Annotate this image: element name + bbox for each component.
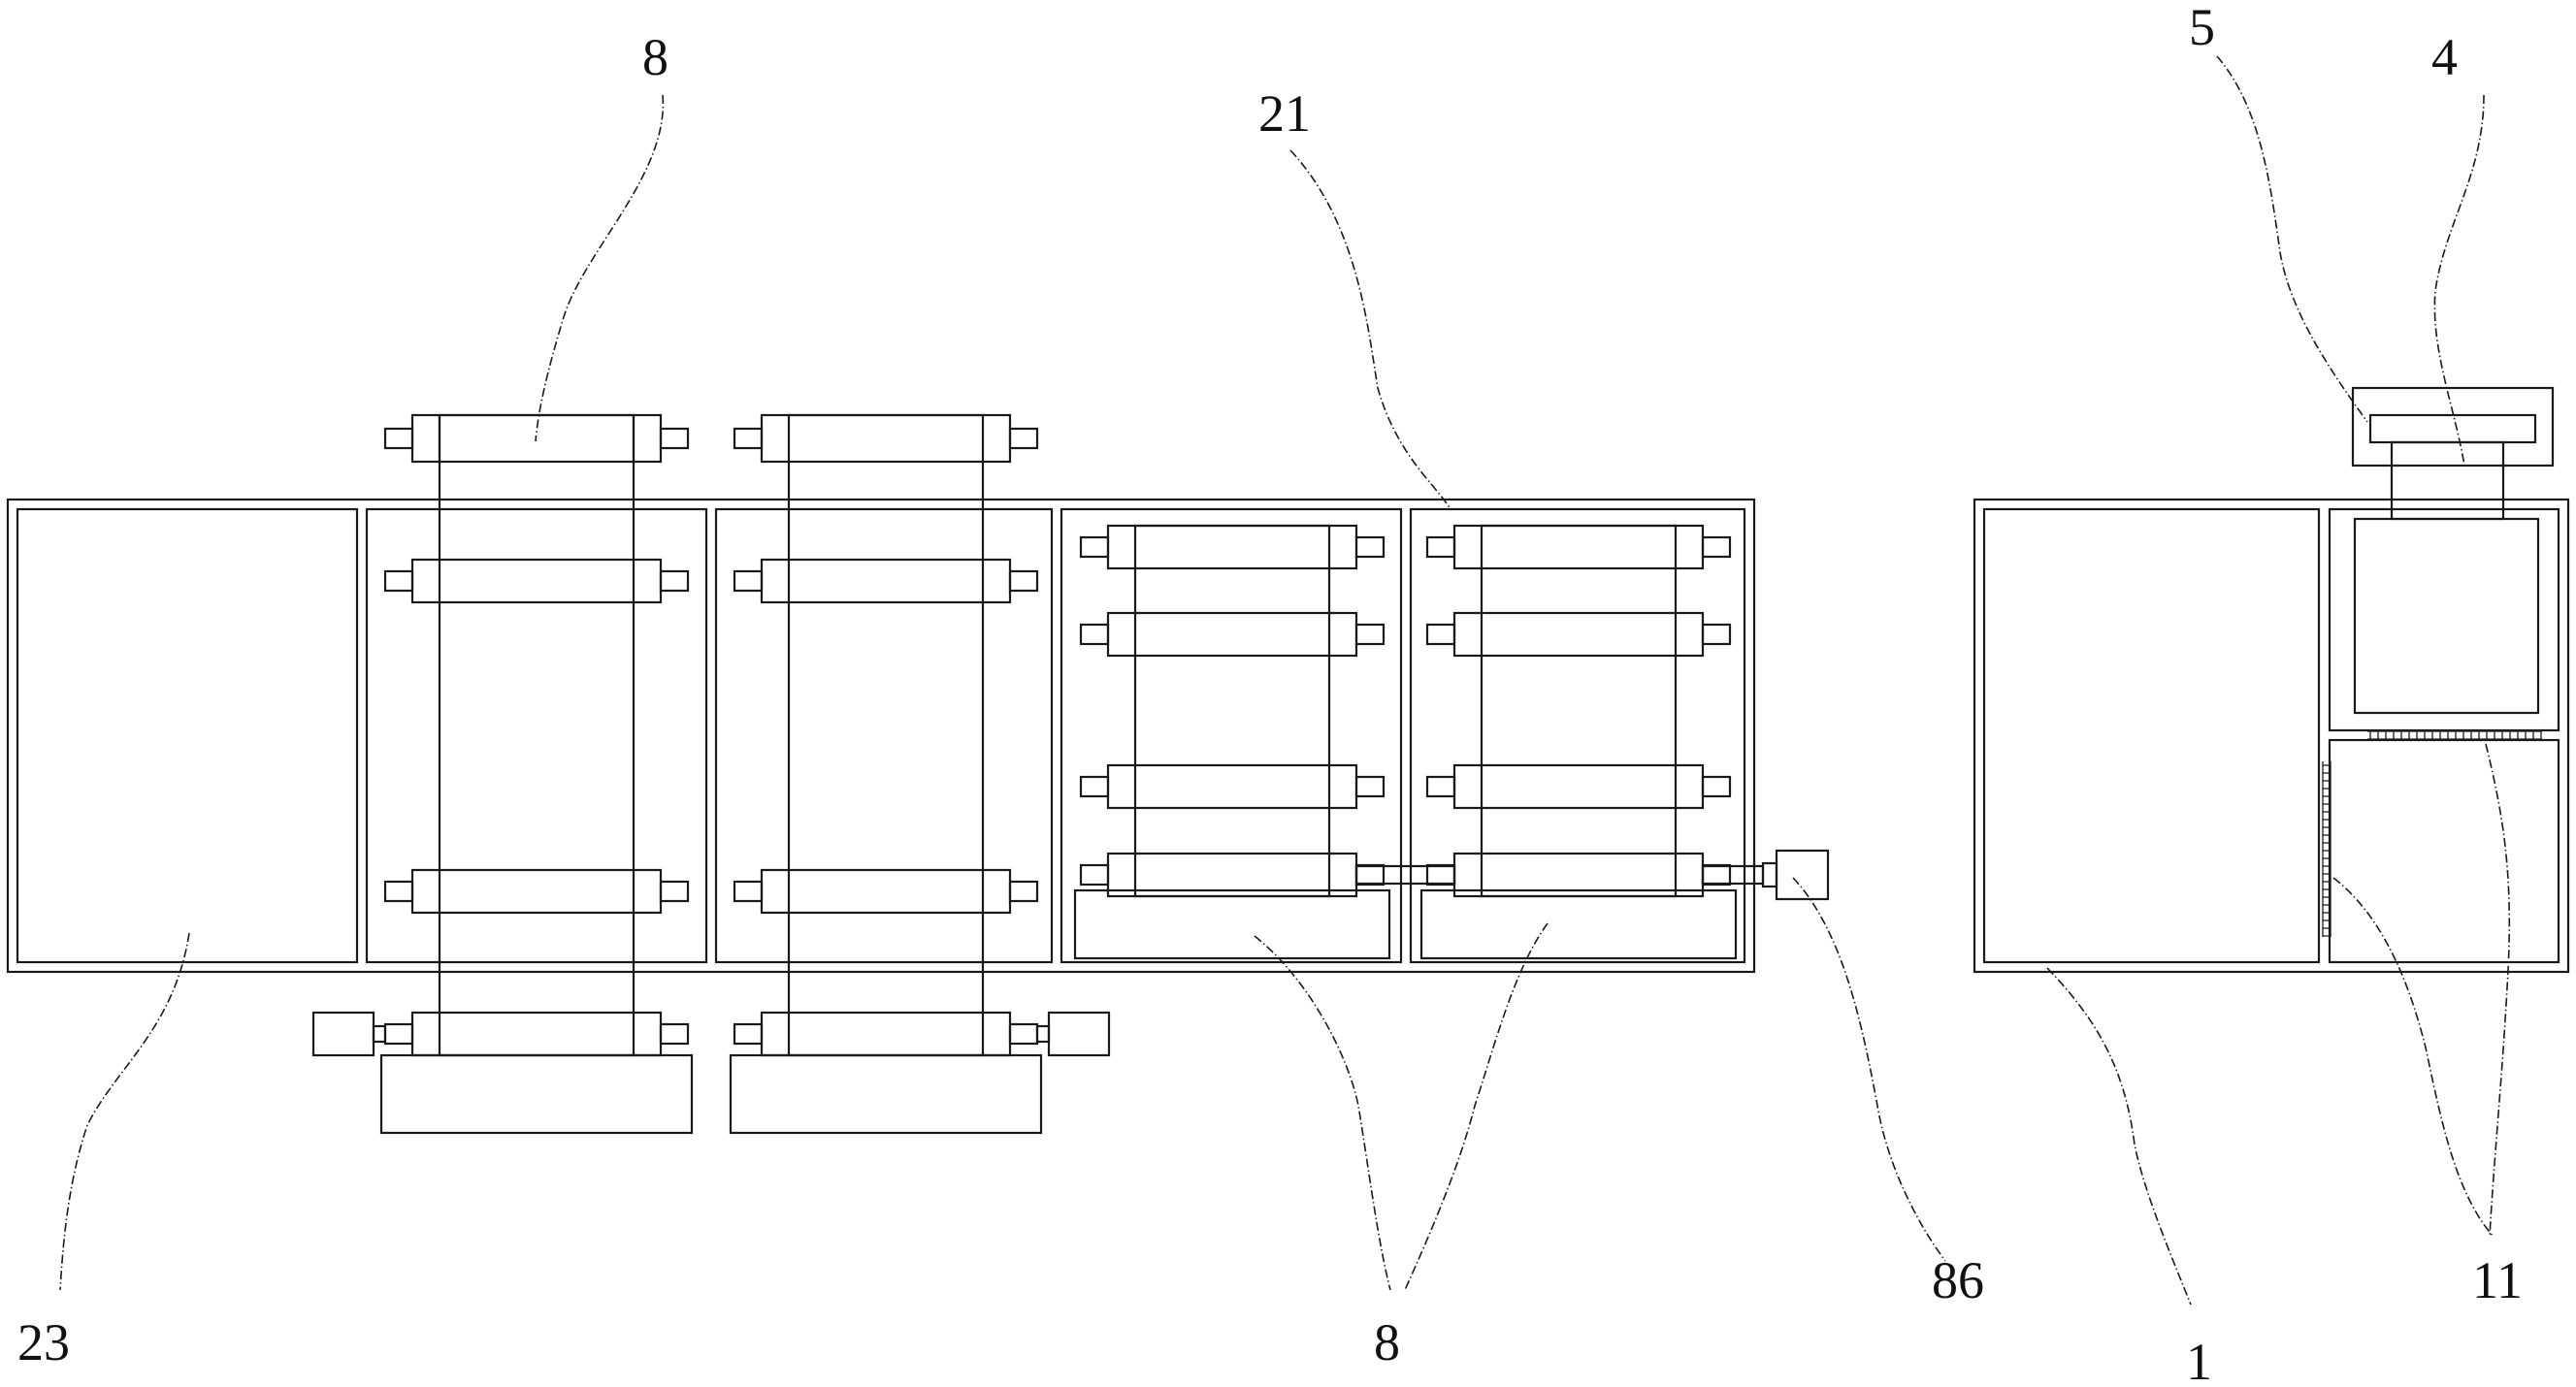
compartment-5 — [1409, 507, 1746, 964]
body-housing — [1973, 498, 2570, 974]
body-upper-right-inner — [2353, 517, 2540, 715]
frame-a-bottom-roller — [410, 1011, 663, 1057]
leader-11-b — [2485, 743, 2511, 1238]
storage-bin-compartment — [16, 507, 359, 964]
reference-labels: 8 21 23 8 86 1 11 4 5 — [17, 0, 2523, 1387]
frame-b-roller-3 — [760, 868, 1012, 915]
ratchet-teeth — [2322, 730, 2542, 937]
label-23: 23 — [17, 1313, 70, 1371]
tall-roller-frame-a — [311, 413, 694, 1135]
tall-roller-frame-b — [729, 413, 1111, 1135]
leader-lines — [59, 55, 2511, 1306]
label-11: 11 — [2472, 1251, 2523, 1309]
motor-coupling — [1761, 861, 1778, 888]
leader-21 — [1289, 149, 1451, 510]
frame-a-roller-3 — [410, 868, 663, 915]
lid-block — [2390, 440, 2505, 521]
vertical-teeth — [2322, 761, 2331, 937]
body-upper-right-compartment — [2328, 507, 2560, 732]
frame-a-left-rail — [438, 413, 636, 1057]
short-roller-frame-c — [1073, 524, 1391, 960]
frame-b-motor — [1047, 1011, 1111, 1057]
right-machine — [1973, 386, 2570, 974]
frame-a-motor — [311, 1011, 375, 1057]
label-1: 1 — [2186, 1333, 2212, 1387]
label-4: 4 — [2431, 28, 2458, 86]
frame-b-roller-2 — [760, 558, 1012, 604]
compartment-4 — [1060, 507, 1403, 964]
frame-c-body — [1133, 524, 1331, 898]
leader-8-bottom-right — [1404, 922, 1549, 1291]
left-machine — [6, 413, 1830, 1135]
leader-8-bottom-left — [1254, 935, 1391, 1291]
horizontal-teeth — [2367, 730, 2542, 740]
frame-a-roller-2 — [410, 558, 663, 604]
compartment-3 — [714, 507, 1054, 964]
compartment-2 — [365, 507, 708, 964]
leader-1 — [2046, 967, 2192, 1306]
frame-b-body — [787, 413, 985, 1057]
drive-motor — [1775, 849, 1830, 901]
label-8-bottom: 8 — [1374, 1313, 1400, 1371]
leader-11-a — [2332, 877, 2494, 1238]
frame-a-base — [379, 1053, 694, 1135]
leader-4 — [2433, 94, 2485, 467]
lid-handle-plate — [2368, 413, 2537, 444]
frame-b-base — [729, 1053, 1043, 1135]
frame-b-bottom-roller — [760, 1011, 1012, 1057]
body-lower-right-compartment — [2328, 738, 2560, 964]
leader-5 — [2216, 55, 2368, 423]
leader-86 — [1792, 877, 1946, 1262]
frame-d-tray — [1419, 888, 1738, 960]
body-left-compartment — [1982, 507, 2321, 964]
lid-handle-frame — [2351, 386, 2555, 468]
frame-b-top-roller — [760, 413, 1012, 464]
label-86: 86 — [1932, 1251, 1984, 1309]
label-21: 21 — [1258, 84, 1311, 143]
leader-8-top — [535, 94, 665, 442]
main-housing — [6, 498, 1756, 974]
frame-d-body — [1480, 524, 1678, 898]
leader-23 — [59, 932, 190, 1291]
frame-c-tray — [1073, 888, 1391, 960]
label-5: 5 — [2189, 0, 2215, 56]
short-roller-frame-d — [1419, 524, 1738, 960]
label-8-top: 8 — [642, 28, 668, 86]
connecting-shaft — [1354, 864, 1456, 886]
